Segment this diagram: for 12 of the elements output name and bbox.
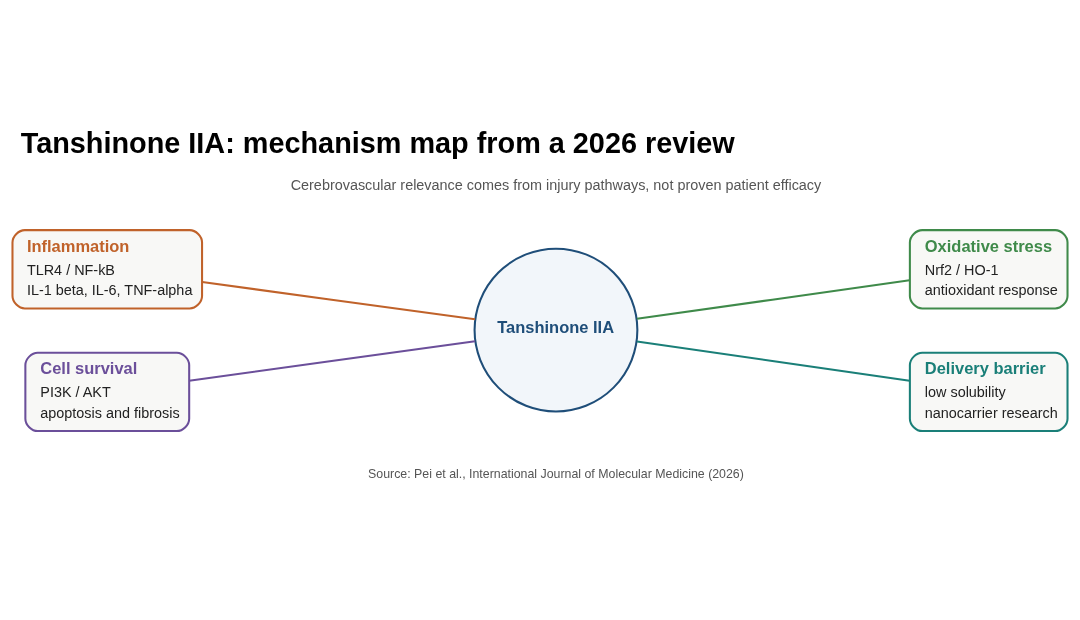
node-box: Delivery barrier low solubility nanocarrier research bbox=[908, 351, 1069, 433]
node-box: Inflammation TLR4 / NF-kB IL-1 beta, IL-6, TNF-alpha bbox=[11, 229, 204, 310]
node-circle: Tanshinone IIA bbox=[473, 247, 639, 413]
label: Cerebrovascular relevance comes from injury pathways, not proven patient efficacy bbox=[290, 176, 822, 193]
node-box: Cell survival PI3K / AKT apoptosis and fibrosis bbox=[24, 351, 191, 433]
connector bbox=[636, 279, 910, 320]
diagram-title: Tanshinone IIA: mechanism map from a 2026 review bbox=[20, 127, 735, 160]
connector bbox=[202, 281, 476, 321]
node-box: Oxidative stress Nrf2 / HO-1 antioxidant response bbox=[908, 229, 1069, 310]
connector bbox=[189, 340, 476, 382]
label: Source: Pei et al., International Journal of Molecular Medicine (2026) bbox=[368, 466, 744, 481]
connector bbox=[636, 340, 910, 382]
